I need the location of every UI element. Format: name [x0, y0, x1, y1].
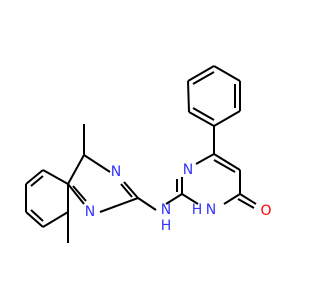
bond	[181, 193, 199, 205]
bond	[195, 153, 215, 165]
bond	[223, 193, 241, 205]
bond	[42, 211, 69, 228]
atom-label-nitrogen: N	[161, 202, 171, 218]
bond	[239, 193, 257, 205]
bond	[165, 193, 183, 205]
atom-labels: N N O N N N H H	[85, 162, 272, 234]
bond	[137, 197, 157, 211]
bond	[123, 181, 139, 199]
bond	[213, 65, 241, 82]
bond	[120, 183, 133, 198]
atom-label-oxygen: O	[260, 203, 271, 219]
bond-lines	[25, 65, 257, 243]
bond	[188, 111, 215, 127]
bond	[213, 110, 241, 127]
bond	[187, 80, 190, 113]
atom-label-nitrogen: N	[111, 164, 121, 180]
bond	[187, 65, 215, 82]
atom-label-nitrogen: N	[85, 204, 95, 220]
atom-label-hydrogen: H	[192, 202, 203, 218]
bond	[25, 211, 44, 228]
bond	[30, 175, 44, 187]
bond	[67, 183, 85, 205]
atom-label-nitrogen: N	[183, 162, 193, 178]
molecule-structure: N N O N N N H H	[0, 0, 300, 300]
bond	[67, 154, 85, 185]
bond	[99, 197, 139, 213]
canvas-background	[0, 0, 300, 300]
bond	[237, 198, 255, 209]
atom-label-nitrogen: N	[206, 202, 216, 218]
bond	[25, 169, 44, 185]
atom-label-hydrogen: H	[161, 218, 172, 234]
bond	[72, 185, 87, 202]
bond	[192, 71, 215, 85]
bond	[213, 153, 241, 171]
bond	[42, 169, 69, 185]
bond	[213, 159, 236, 173]
bond	[30, 209, 44, 222]
bond	[192, 107, 215, 121]
bond	[83, 154, 111, 173]
